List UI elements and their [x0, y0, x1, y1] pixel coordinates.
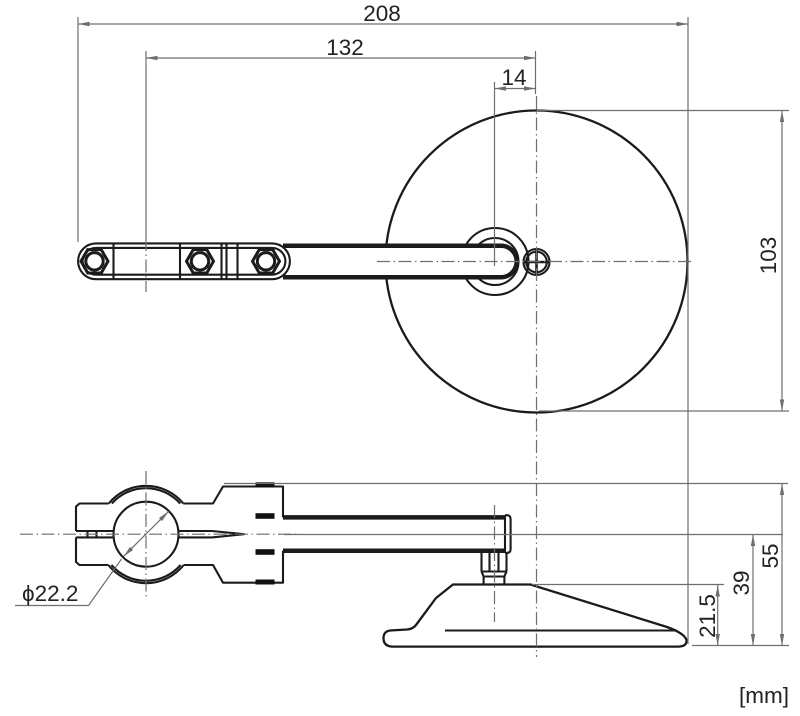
clamp-ring-top-outer: [107, 484, 185, 505]
clamp-flange-bottom-left: [74, 537, 109, 567]
extension-lines: [77, 17, 789, 647]
dim-base-height-label: 21.5: [695, 594, 720, 638]
clamp-block-bottom-right: [183, 550, 285, 584]
dim-center-to-base-label: 39: [729, 570, 754, 595]
dim-clamp-diameter-label: ϕ22.2: [22, 581, 78, 606]
clamp-block-top-right: [183, 485, 285, 518]
mirror-stem: [480, 552, 508, 585]
hex-bolt-2: [184, 248, 216, 275]
dimensions: 208 132 14 103 55 39 21.5 ϕ22.2 [mm]: [15, 1, 789, 708]
clamp-plate-outer: [77, 242, 291, 281]
dim-overall-height-label: 55: [758, 543, 783, 568]
clamp-flange-top-left: [74, 502, 109, 531]
clamp-diameter-leader: [15, 510, 170, 607]
handlebar-clamp: [74, 482, 285, 585]
dim-mirror-center-offset-label: 14: [501, 65, 526, 90]
dim-mount-to-mirror-center-label: 132: [326, 35, 364, 60]
hex-bolt-1: [79, 248, 110, 275]
clamp-plate-dividers: [112, 244, 239, 279]
base-outline: [382, 583, 688, 648]
dim-overall-width-label: 208: [363, 1, 401, 26]
dim-mirror-height-label: 103: [756, 237, 781, 275]
hex-bolt-3: [250, 248, 282, 275]
units-label: [mm]: [739, 683, 789, 708]
clamp-screw-marks: [255, 482, 275, 585]
mirror-base: [382, 583, 688, 648]
side-view: [74, 482, 688, 648]
